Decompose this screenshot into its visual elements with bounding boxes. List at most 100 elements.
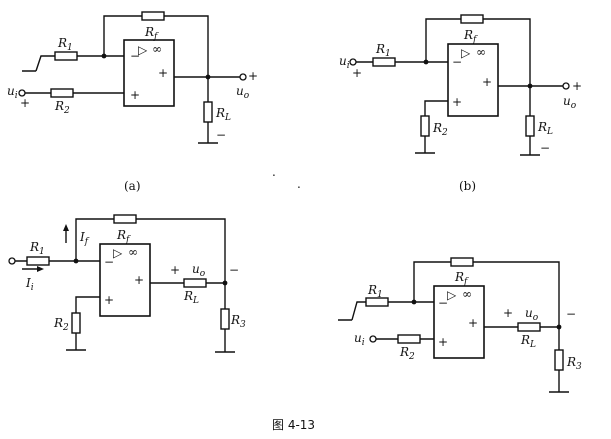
resistor-rf-d [450,257,474,267]
label-r2-a: R2 [54,99,70,116]
circuit-a: R1 Rf R2 ui + uo + RL − − + + ▷ ∞ (a) [7,11,258,193]
resistor-r2-a [50,88,74,98]
figure-caption: 图 4-13 [272,418,315,432]
resistor-rf-a [141,11,165,21]
circuit-c: R1 Rf If Ii R2 + uo − RL R3 − + + ▷ ∞ [8,214,246,353]
opamp-b [447,43,499,117]
label-r1-b: R1 [375,42,391,59]
label-uo-d: uo [525,306,539,323]
opamp-minus-d: − [438,296,448,310]
opamp-plus-in-a: + [130,88,140,102]
r2-wire-c [75,296,100,350]
label-if-c: If [79,230,90,247]
label-r2-d: R2 [399,345,415,362]
r2-wire-b [424,100,448,153]
opamp-plus-in-b: + [452,95,462,109]
resistor-rf-c [113,214,137,224]
label-uo-a: uo [236,84,250,101]
opamp-triangle-a: ▷ [138,43,148,57]
opamp-plus-out-c: + [134,273,144,287]
opamp-triangle-c: ▷ [113,246,123,260]
label-rf-d: Rf [454,270,469,287]
label-ui-a: ui [7,84,18,101]
opamp-triangle-b: ▷ [461,46,471,60]
label-r1-a: R1 [57,36,73,53]
input-terminal-c [8,257,16,265]
ii-arrow-head-c [37,266,44,272]
opamp-d [433,285,485,359]
label-rl-minus-b: − [540,141,550,155]
label-ii-c: Ii [25,276,34,293]
output-terminal-b [562,82,570,90]
label-r3-d: R3 [566,355,582,372]
label-r2-b: R2 [432,121,448,138]
opamp-plus-out-d: + [468,316,478,330]
label-r1-c: R1 [29,240,45,257]
opamp-infinity-a: ∞ [152,42,162,56]
opamp-plus-in-d: + [438,335,448,349]
label-ui-plus-a: + [20,96,30,110]
resistor-r3-c [220,308,230,330]
opamp-plus-out-b: + [482,75,492,89]
opamp-triangle-d: ▷ [447,288,457,302]
opamp-infinity-c: ∞ [128,245,138,259]
label-uo-plus-b: + [572,79,582,93]
stray-dot-1: . [272,165,276,179]
label-ui-b: ui [339,54,350,71]
label-rl-c: RL [183,289,199,306]
feedback-wire-b [425,18,531,86]
resistor-rl-c [183,278,207,288]
label-rl-b: RL [537,120,553,137]
resistor-r1-c [26,256,50,266]
resistor-r2-c [71,312,81,334]
opamp-plus-in-c: + [104,293,114,307]
output-terminal-a [239,73,247,81]
label-r1-d: R1 [367,283,383,300]
label-uo-b: uo [563,94,577,111]
label-rl-d: RL [520,333,536,350]
opamp-minus-a: − [130,49,140,63]
input-terminal-d [369,335,377,343]
label-ui-d: ui [354,331,365,348]
label-r2-c: R2 [53,316,69,333]
label-uo-minus-d: − [566,307,576,321]
resistor-rl-a [203,101,213,123]
stray-dot-2: . [297,177,301,191]
label-rf-a: Rf [144,25,159,42]
caption-b: (b) [459,179,476,193]
label-uo-plus-d: + [503,306,513,320]
resistor-r2-d [397,334,421,344]
caption-a: (a) [124,179,141,193]
label-uo-minus-c: − [229,263,239,277]
resistor-r1-b [372,57,396,67]
opamp-infinity-b: ∞ [476,45,486,59]
label-uo-c: uo [192,262,206,279]
opamp-infinity-d: ∞ [462,287,472,301]
feedback-wire-d [413,261,560,327]
ground-wire-a [22,55,55,72]
resistor-rl-b [525,115,535,137]
label-rf-c: Rf [116,228,131,245]
opamp-plus-out-a: + [158,66,168,80]
label-uo-plus-c: + [170,263,180,277]
label-rl-minus-a: − [216,128,226,142]
label-rf-b: Rf [463,28,478,45]
if-arrow-head-c [63,224,69,231]
opamp-a [123,39,175,107]
resistor-r3-d [554,349,564,371]
resistor-r2-b [420,115,430,137]
label-r3-c: R3 [230,313,246,330]
resistor-rf-b [460,14,484,24]
ground-wire-d [338,301,366,321]
circuit-b: R1 Rf ui + + uo R2 RL − − + + ▷ ∞ (b) [339,14,582,193]
opamp-minus-c: − [104,255,114,269]
label-uo-plus-a: + [248,69,258,83]
feedback-wire-c [75,218,226,283]
opamp-c [99,243,151,317]
input-terminal-b [349,58,357,66]
resistor-rl-d [517,322,541,332]
opamp-minus-b: − [452,55,462,69]
feedback-wire-a [103,15,209,77]
resistor-r1-a [54,51,78,61]
